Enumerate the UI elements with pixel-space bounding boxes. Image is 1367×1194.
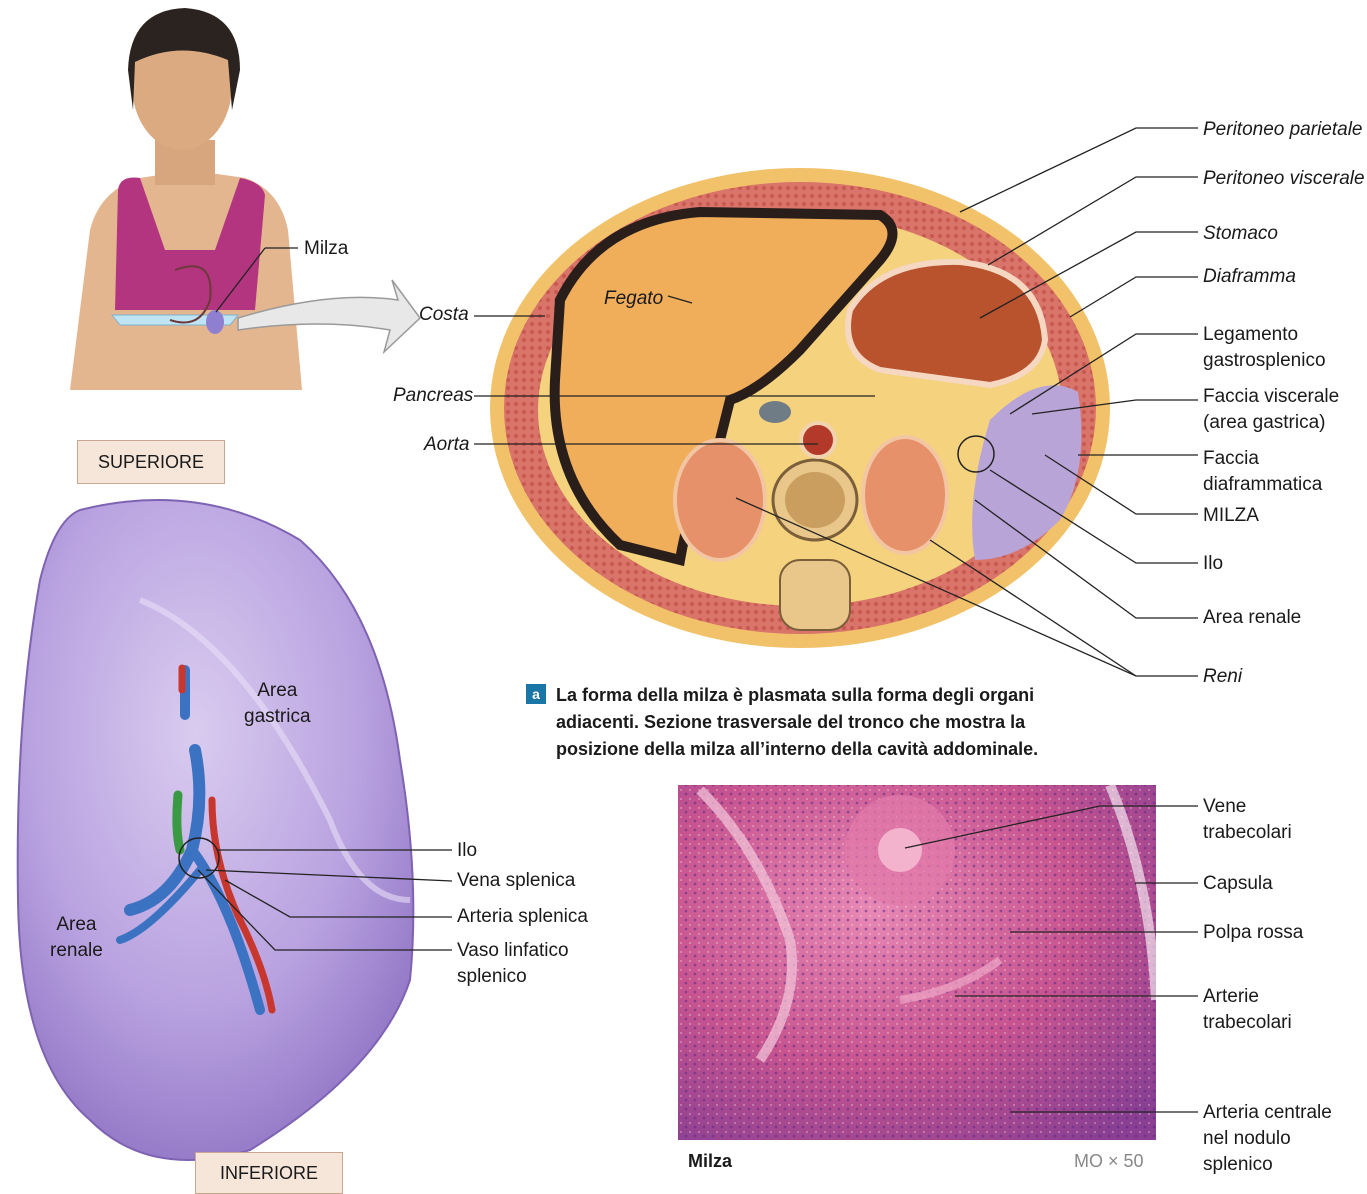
label-vaso-linfatico: Vaso linfatico splenico — [457, 938, 569, 990]
label-faccia-diaframmatica: Faccia diaframmatica — [1203, 446, 1322, 498]
torso-figure — [70, 8, 302, 390]
label-ilo-section: Ilo — [1203, 551, 1223, 577]
label-arteria-splenica: Arteria splenica — [457, 904, 588, 930]
figure-caption: La forma della milza è plasmata sulla fo… — [556, 682, 1076, 763]
label-pancreas: Pancreas — [393, 383, 473, 409]
label-peritoneo-viscerale: Peritoneo viscerale — [1203, 166, 1365, 192]
label-stomaco: Stomaco — [1203, 221, 1278, 247]
label-capsula: Capsula — [1203, 871, 1273, 897]
orientation-superior-label: SUPERIORE — [77, 440, 225, 484]
micrograph — [678, 785, 1156, 1182]
label-area-renale-spleen: Area renale — [50, 912, 103, 964]
label-diaframma: Diaframma — [1203, 264, 1296, 290]
label-peritoneo-parietale: Peritoneo parietale — [1203, 117, 1363, 143]
label-milza-section: MILZA — [1203, 503, 1259, 529]
label-aorta: Aorta — [424, 432, 469, 458]
label-area-renale-section: Area renale — [1203, 605, 1301, 631]
label-milza-torso: Milza — [304, 236, 348, 262]
label-reni: Reni — [1203, 664, 1242, 690]
label-legamento-gastrosplenico: Legamento gastrosplenico — [1203, 322, 1326, 374]
label-area-gastrica: Area gastrica — [244, 678, 311, 730]
micrograph-title: Milza — [688, 1148, 732, 1174]
cross-section-illustration — [490, 168, 1110, 648]
label-faccia-viscerale: Faccia viscerale (area gastrica) — [1203, 384, 1339, 436]
caption-badge: a — [526, 684, 546, 704]
label-polpa-rossa: Polpa rossa — [1203, 920, 1303, 946]
orientation-inferior-label: INFERIORE — [195, 1152, 343, 1194]
label-arterie-trabecolari: Arterie trabecolari — [1203, 984, 1292, 1036]
label-vena-splenica: Vena splenica — [457, 868, 575, 894]
stomach-shape — [848, 262, 1045, 385]
label-ilo-spleen: Ilo — [457, 838, 477, 864]
spleen-visceral-illustration — [18, 500, 414, 1160]
label-arteria-centrale: Arteria centrale nel nodulo splenico — [1203, 1100, 1332, 1178]
label-vene-trabecolari: Vene trabecolari — [1203, 794, 1292, 846]
micrograph-magnification: MO × 50 — [1074, 1148, 1144, 1174]
label-costa: Costa — [419, 302, 469, 328]
label-fegato: Fegato — [604, 286, 663, 312]
